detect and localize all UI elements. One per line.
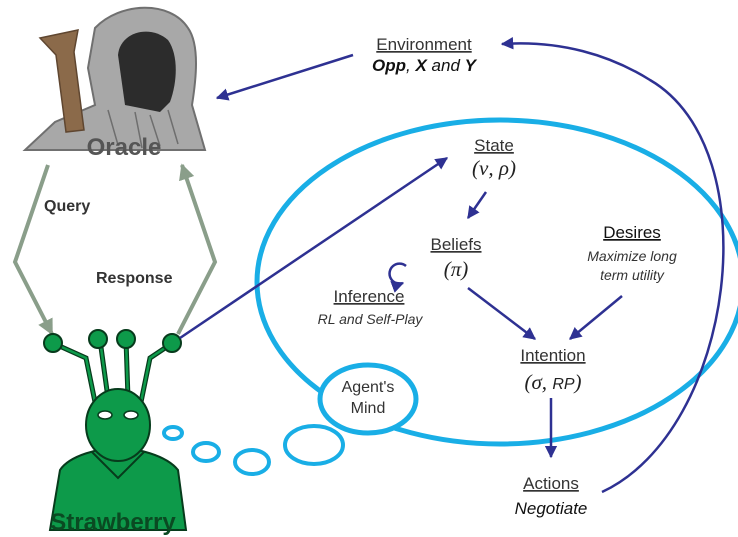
thought-bubble [191, 441, 221, 463]
oracle-hood-shadow [118, 31, 176, 112]
strawberry-left-eye [97, 410, 113, 420]
environment-heading: Environment [376, 35, 472, 54]
mind-label-line1: Agent's [342, 379, 395, 396]
strawberry-collar [91, 451, 145, 480]
oracle-label: Oracle [87, 134, 162, 161]
environment-y: Y [465, 56, 478, 75]
antenna-bulb [88, 329, 108, 349]
intention-heading: Intention [520, 346, 585, 365]
environment-and: and [427, 56, 465, 75]
strawberry-right-eye [123, 410, 139, 420]
inference-heading: Inference [334, 287, 405, 306]
environment-sep: , [406, 56, 415, 75]
strawberry-label: Strawberry [50, 509, 176, 536]
oracle-cloak-folds [107, 109, 179, 149]
beliefs-formula: (π) [444, 257, 469, 281]
actions-heading: Actions [523, 474, 579, 493]
oracle-cloak [22, 6, 207, 151]
intention-formula-rp: RP [552, 376, 575, 393]
mind-label-ellipse [317, 362, 419, 436]
strawberry-agent [43, 329, 188, 531]
query-response-link [12, 165, 218, 334]
thought-bubbles [162, 424, 345, 476]
arrow-state-to-beliefs [466, 191, 488, 220]
intention-formula-open: (σ, [524, 370, 552, 394]
actions-detail: Negotiate [515, 499, 588, 518]
antenna-bulb [162, 333, 182, 353]
arrow-desires-to-intention [569, 295, 623, 340]
antenna-bulb [116, 329, 136, 349]
arrow-beliefs-to-intention [467, 287, 536, 340]
flow-arrows [179, 36, 725, 494]
beliefs-heading: Beliefs [430, 235, 481, 254]
environment-opp: Opp [372, 56, 406, 75]
arrow-agent-to-state [179, 156, 449, 340]
oracle-figure [22, 6, 207, 151]
antenna-bulb [43, 333, 63, 353]
query-label: Query [44, 198, 90, 215]
environment-detail: Opp, X and Y [372, 56, 478, 75]
strawberry-head [85, 388, 151, 462]
state-formula: (ν, ρ) [472, 156, 516, 180]
desires-line2: term utility [600, 267, 665, 283]
mind-label-line2: Mind [351, 400, 386, 417]
intention-formula: (σ, RP) [524, 370, 581, 394]
state-heading: State [474, 136, 514, 155]
desires-line1: Maximize long [587, 248, 677, 264]
arrow-actions-to-environment [500, 36, 725, 494]
thought-bubble [283, 424, 345, 466]
desires-heading: Desires [603, 223, 661, 242]
intention-formula-close: ) [574, 370, 582, 394]
oracle-staff [38, 29, 85, 133]
mind-ellipse [254, 117, 738, 447]
strawberry-antennae-inner [54, 339, 172, 403]
arrow-inference-loop [388, 262, 407, 293]
thought-bubble [162, 425, 184, 441]
environment-x: X [414, 56, 428, 75]
thought-bubble [233, 448, 271, 476]
response-label: Response [96, 270, 173, 287]
inference-detail: RL and Self-Play [318, 311, 424, 327]
arrow-environment-to-oracle [215, 53, 354, 101]
